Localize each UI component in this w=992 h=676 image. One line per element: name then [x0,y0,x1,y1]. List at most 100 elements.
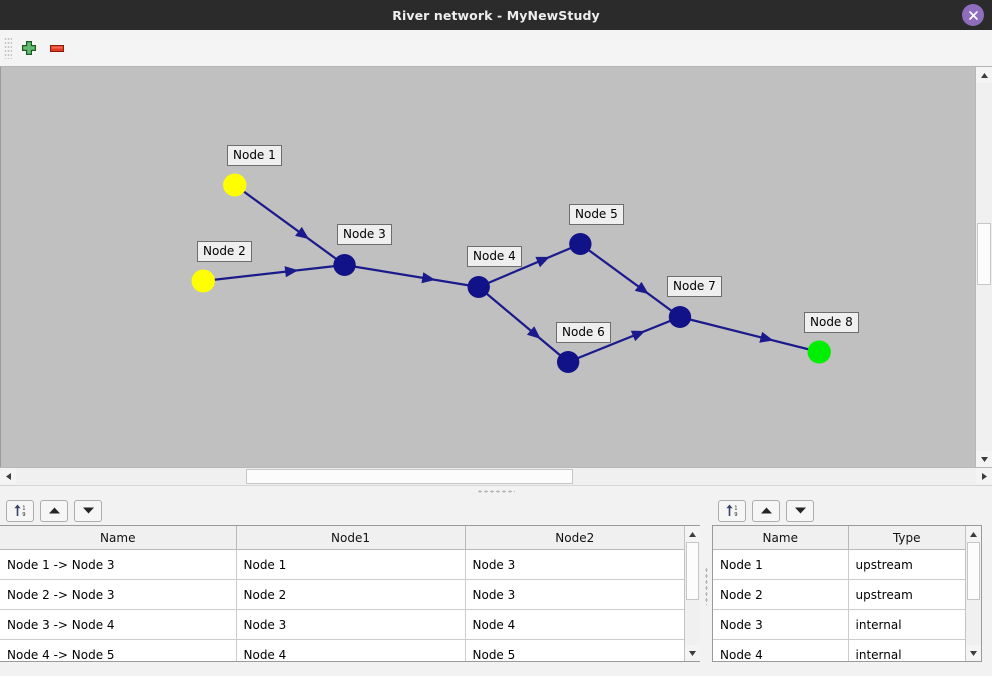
graph-node[interactable] [223,173,247,197]
reaches-move-up-button[interactable] [40,499,68,522]
add-node-button[interactable] [15,34,43,62]
table-cell-node1[interactable]: Node 1 [236,549,466,580]
graph-node[interactable] [807,340,831,364]
table-cell-type[interactable]: upstream [848,549,965,580]
graph-node[interactable] [467,276,490,298]
graph-hscroll-track[interactable] [16,468,976,485]
graph-node[interactable] [333,254,356,276]
graph-edge[interactable] [234,184,346,266]
reaches-sort-button[interactable]: 1 9 [6,499,34,522]
reaches-col-name[interactable]: Name [0,526,237,550]
table-cell-node1[interactable]: Node 3 [236,609,466,640]
table-cell-node2[interactable]: Node 4 [465,609,684,640]
network-graph-pane[interactable]: Node 1 Node 2 Node 3 Node 4 Node 5 Node 6 Node… [0,67,992,467]
nodes-col-type[interactable]: Type [848,526,965,550]
toolbar-grip[interactable] [4,37,12,59]
delete-node-button[interactable] [43,34,71,62]
graph-edge[interactable] [203,263,345,283]
reaches-col-node2[interactable]: Node2 [465,526,684,550]
graph-node[interactable] [569,233,592,255]
graph-edge[interactable] [344,263,479,289]
nodes-move-up-button[interactable] [752,499,780,522]
graph-edge[interactable] [579,243,681,318]
reaches-col-node1[interactable]: Node1 [236,526,466,550]
graph-node-label[interactable]: Node 1 [227,145,282,166]
scroll-right-icon[interactable] [976,468,992,484]
graph-node[interactable] [668,306,692,328]
network-graph-canvas[interactable] [1,67,992,467]
table-cell-type[interactable]: internal [848,639,965,661]
reaches-vscroll-track[interactable] [685,542,700,645]
table-cell-node2[interactable]: Node 3 [465,579,684,610]
graph-edge[interactable] [478,242,581,289]
nodes-col-name[interactable]: Name [713,526,849,550]
graph-node-label[interactable]: Node 6 [556,322,611,343]
nodes-vertical-scrollbar[interactable] [965,526,981,661]
nodes-vscroll-thumb[interactable] [967,542,980,600]
reaches-vertical-scrollbar[interactable] [684,526,700,661]
vertical-splitter[interactable] [700,496,712,676]
graph-node-label[interactable]: Node 3 [337,224,392,245]
table-cell-node2[interactable]: Node 3 [465,549,684,580]
nodes-header-row: Name Type [713,526,965,550]
graph-vertical-scrollbar[interactable] [975,67,992,467]
graph-node-label[interactable]: Node 2 [197,241,252,262]
table-cell-name[interactable]: Node 4 -> Node 5 [0,639,237,661]
reaches-move-down-button[interactable] [74,499,102,522]
table-cell-node1[interactable]: Node 2 [236,579,466,610]
close-icon[interactable] [962,4,984,26]
graph-horizontal-scrollbar[interactable] [0,467,992,485]
table-cell-type[interactable]: internal [848,609,965,640]
table-cell-node2[interactable]: Node 5 [465,639,684,661]
graph-edge[interactable] [567,315,681,364]
svg-text:1: 1 [22,506,25,512]
graph-node-label[interactable]: Node 8 [804,312,859,333]
reaches-scroll-up-icon[interactable] [685,526,700,542]
nodes-vscroll-track[interactable] [966,542,981,645]
delete-node-icon [50,45,64,52]
table-cell-name[interactable]: Node 1 -> Node 3 [0,549,237,580]
graph-node-label[interactable]: Node 5 [569,204,624,225]
nodes-toolbar: 1 9 [712,496,992,525]
table-cell-name[interactable]: Node 2 -> Node 3 [0,579,237,610]
graph-vscroll-thumb[interactable] [977,222,991,286]
nodes-sort-button[interactable]: 1 9 [718,499,746,522]
nodes-move-down-button[interactable] [786,499,814,522]
scroll-left-icon[interactable] [0,468,16,484]
reaches-header-row: Name Node1 Node2 [0,526,684,550]
scroll-up-icon[interactable] [976,67,992,83]
horizontal-splitter[interactable] [0,485,992,496]
graph-node-label[interactable]: Node 4 [467,246,522,267]
graph-edge[interactable] [679,315,820,354]
edge-arrow-icon [630,330,646,342]
graph-node[interactable] [556,351,580,373]
table-cell-type[interactable]: upstream [848,579,965,610]
table-cell-node1[interactable]: Node 4 [236,639,466,661]
reaches-scroll-down-icon[interactable] [685,645,700,661]
graph-vscroll-track[interactable] [976,83,992,451]
table-cell-name[interactable]: Node 3 -> Node 4 [0,609,237,640]
graph-node-label[interactable]: Node 7 [667,276,722,297]
edge-arrow-icon [421,272,436,284]
table-cell-name[interactable]: Node 1 [713,549,849,580]
graph-node[interactable] [191,269,215,293]
graph-edge[interactable] [477,286,569,363]
nodes-scroll-down-icon[interactable] [966,645,981,661]
table-cell-name[interactable]: Node 3 [713,609,849,640]
table-cell-name[interactable]: Node 2 [713,579,849,610]
graph-hscroll-thumb[interactable] [246,469,573,484]
reaches-vscroll-thumb[interactable] [686,542,699,600]
scroll-down-icon[interactable] [976,451,992,467]
table-cell-name[interactable]: Node 4 [713,639,849,661]
nodes-scroll-up-icon[interactable] [966,526,981,542]
